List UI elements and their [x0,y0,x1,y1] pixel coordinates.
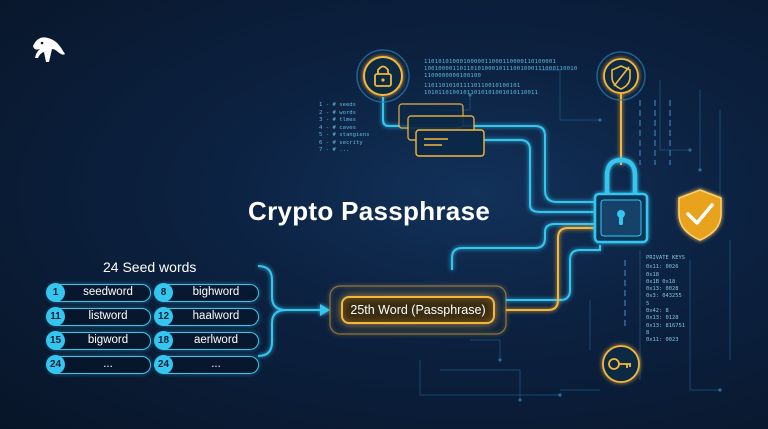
key-line: 5 [646,300,650,307]
code-list-line: 6 - # secrity [319,139,363,146]
key-line: 0x11: 0026 [646,264,679,271]
page-title: Crypto Passphrase [248,196,491,226]
seed-word-text: bigword [87,334,129,346]
seed-word-item: 24 ... [154,355,259,374]
seed-word-item: 11 listword [46,307,151,326]
seed-word-item: 12 haalword [154,307,259,326]
key-icon [602,345,640,383]
seed-word-item: 8 bighword [154,283,259,302]
private-keys-panel: PRIVATE KEYS 0x11: 0026 0x18 0x1B 0x18 0… [646,255,685,345]
seed-word-text: haalword [192,310,240,322]
seed-word-text: bighword [192,286,240,298]
seed-words-heading: 24 Seed words [103,259,197,275]
binary-line: 10101101001011010101001010110011 [424,90,539,96]
code-list-line: 7 - # ... [319,147,350,153]
large-padlock-icon [593,157,649,244]
private-keys-title: PRIVATE KEYS [646,255,685,261]
seed-word-number: 1 [46,283,65,302]
seed-word-number: 8 [154,283,173,302]
seed-word-number: 15 [46,331,65,350]
key-line: 0x13: 0028 [646,286,679,293]
document-stack-icon [398,103,485,157]
seed-word-number: 12 [154,307,173,326]
shield-check-icon [678,189,722,241]
seed-word-item: 24 ... [46,355,151,374]
seed-word-number: 24 [46,355,65,374]
passphrase-box: 25th Word (Passphrase) [341,296,495,324]
seed-word-text: ... [103,358,113,370]
key-line: 0x11: 0023 [646,337,679,344]
seed-word-number: 24 [154,355,173,374]
seed-word-item: 15 bigword [46,331,151,350]
seed-word-item: 1 seedword [46,283,151,302]
seed-word-text: listword [88,310,128,322]
key-line: 0x18 [646,271,659,278]
code-list: 1 - # seeds 2 - # words 3 - # tlmes 4 - … [319,102,370,155]
key-line: 0x13: 816751 [646,322,685,329]
code-list-line: 4 - # caves [319,124,357,131]
shield-slash-icon [596,51,646,101]
binary-line: 1100000000100100 [424,73,482,79]
code-list-line: 1 - # seeds [319,102,357,108]
key-line: 0x1B 0x18 [646,278,676,285]
seed-word-text: ... [211,358,221,370]
binary-line: 1101010100010000011000110000110100001 [424,59,557,65]
binary-line: 110110101011110110010100101 [424,83,521,89]
seed-word-text: aerlword [193,334,239,346]
key-line: 0x3: 043255 [646,293,682,300]
code-list-line: 2 - # words [319,109,357,116]
seed-word-item: 18 aerlword [154,331,259,350]
anteater-logo-icon [33,37,65,62]
seed-word-number: 11 [46,307,65,326]
code-list-line: 3 - # tlmes [319,117,357,123]
key-line: 0x42: 8 [646,308,669,315]
seed-word-text: seedword [83,286,133,298]
seed-word-number: 18 [154,331,173,350]
code-list-line: 5 - # stangiens [319,132,370,138]
padlock-icon [356,49,410,103]
key-line: 8 [646,329,650,336]
binary-line: 1001000011011010100010111001000111000110… [424,66,578,72]
key-line: 0x13: 0128 [646,315,679,322]
